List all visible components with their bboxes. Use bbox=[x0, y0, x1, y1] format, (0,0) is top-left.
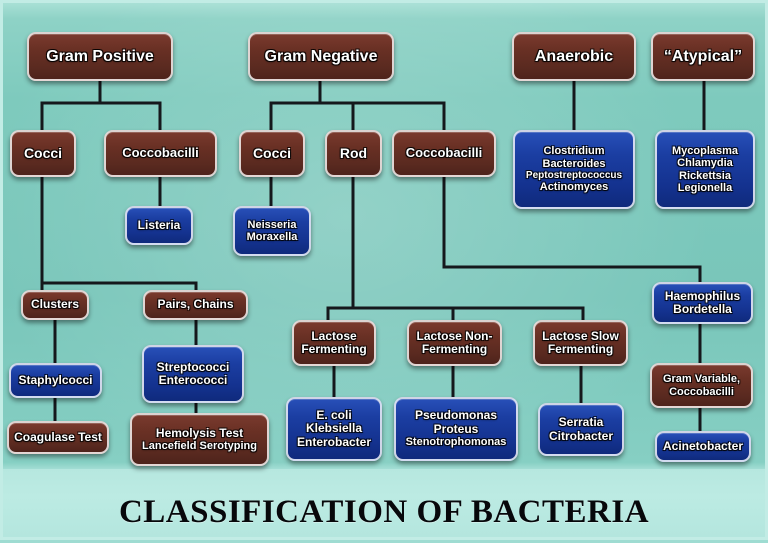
node-label-group: Serratia Citrobacter bbox=[544, 415, 618, 443]
node-hemolysis-test[interactable]: Hemolysis Test Lancefield Serotyping bbox=[130, 413, 269, 466]
node-label-line: Fermenting bbox=[421, 342, 488, 356]
node-serratia-group[interactable]: Serratia Citrobacter bbox=[538, 403, 624, 456]
node-anaerobic-organisms[interactable]: Clostridium Bacteroides Peptostreptococc… bbox=[513, 130, 635, 209]
node-label-line: Streptococci bbox=[156, 359, 230, 374]
node-label-line: E. coli bbox=[316, 407, 352, 422]
node-neisseria-moraxella[interactable]: Neisseria Moraxella bbox=[233, 206, 311, 256]
node-anaerobic[interactable]: Anaerobic bbox=[512, 32, 636, 81]
node-label-line: Chlamydia bbox=[677, 157, 733, 170]
page-title: CLASSIFICATION OF BACTERIA bbox=[118, 494, 650, 530]
node-label-group: Clostridium Bacteroides Peptostreptococc… bbox=[519, 145, 629, 193]
node-label-line: Pseudomonas bbox=[414, 408, 498, 423]
node-label-line: Rickettsia bbox=[679, 169, 731, 182]
node-label: Cocci bbox=[23, 144, 63, 161]
node-label-group: Gram Variable, Coccobacilli bbox=[656, 373, 747, 398]
node-label-line: Citrobacter bbox=[548, 428, 613, 443]
node-label-line: Lactose bbox=[311, 328, 357, 343]
node-label-line: Mycoplasma bbox=[671, 144, 739, 157]
node-gram-negative-coccobacilli[interactable]: Coccobacilli bbox=[392, 130, 496, 177]
node-lactose-slow-fermenting[interactable]: Lactose Slow Fermenting bbox=[533, 320, 628, 366]
node-label-line: Moraxella bbox=[246, 231, 298, 243]
node-label: Staphylcocci bbox=[18, 372, 93, 387]
node-label-line: Lactose Non- bbox=[416, 328, 493, 343]
node-haemophilus-bordetella[interactable]: Haemophilus Bordetella bbox=[652, 282, 753, 324]
node-label-line: Hemolysis Test bbox=[155, 425, 244, 440]
node-label-line: Legionella bbox=[677, 181, 733, 194]
node-clusters[interactable]: Clusters bbox=[21, 290, 89, 320]
node-label-line: Peptostreptococcus bbox=[525, 170, 623, 182]
connector-lines bbox=[40, 79, 706, 433]
node-label-line: Klebsiella bbox=[305, 421, 363, 436]
node-label-line: Lancefield Serotyping bbox=[142, 440, 257, 453]
node-label-line: Gram Variable, bbox=[662, 373, 741, 386]
node-gram-negative-cocci[interactable]: Cocci bbox=[239, 130, 305, 177]
node-gram-negative-rod[interactable]: Rod bbox=[325, 130, 382, 177]
node-label: Gram Negative bbox=[264, 47, 378, 65]
title-band bbox=[3, 469, 765, 537]
node-label: Listeria bbox=[137, 217, 181, 232]
node-coagulase-test[interactable]: Coagulase Test bbox=[7, 421, 109, 454]
node-label-group: Streptococci Enterococci bbox=[148, 359, 238, 388]
node-label: Clusters bbox=[30, 297, 80, 312]
node-label-group: Haemophilus Bordetella bbox=[658, 288, 747, 317]
node-pseudomonas-group[interactable]: Pseudomonas Proteus Stenotrophomonas bbox=[394, 397, 518, 461]
node-label-line: Haemophilus bbox=[664, 288, 741, 303]
node-gram-positive[interactable]: Gram Positive bbox=[27, 32, 173, 81]
node-label: Coccobacilli bbox=[405, 145, 483, 161]
node-label: Rod bbox=[339, 144, 368, 161]
node-label-group: Lactose Non- Fermenting bbox=[413, 328, 496, 357]
node-label-line: Neisseria bbox=[247, 218, 297, 231]
node-label-line: Enterobacter bbox=[296, 434, 372, 449]
node-label: Gram Positive bbox=[46, 47, 154, 65]
node-streptococci-enterococci[interactable]: Streptococci Enterococci bbox=[142, 345, 244, 403]
node-gram-variable-coccobacilli[interactable]: Gram Variable, Coccobacilli bbox=[650, 363, 753, 408]
node-label: Anaerobic bbox=[534, 47, 614, 65]
node-atypical[interactable]: “Atypical” bbox=[651, 32, 755, 81]
node-label: Coagulase Test bbox=[14, 429, 102, 444]
node-label-line: Proteus bbox=[433, 421, 479, 436]
node-label: Pairs, Chains bbox=[157, 297, 234, 312]
node-label-line: Fermenting bbox=[301, 342, 367, 356]
node-label-line: Bordetella bbox=[673, 302, 732, 316]
node-gram-positive-coccobacilli[interactable]: Coccobacilli bbox=[104, 130, 217, 177]
node-listeria[interactable]: Listeria bbox=[125, 206, 193, 245]
node-acinetobacter[interactable]: Acinetobacter bbox=[655, 431, 751, 462]
node-label-group: E. coli Klebsiella Enterobacter bbox=[292, 407, 376, 449]
node-label: Cocci bbox=[252, 144, 292, 161]
node-label-line: Actinomyces bbox=[539, 181, 609, 194]
node-label: Coccobacilli bbox=[122, 145, 199, 161]
node-label-group: Neisseria Moraxella bbox=[239, 219, 305, 244]
node-label-line: Coccobacilli bbox=[669, 385, 734, 398]
node-label-line: Clostridium bbox=[543, 145, 605, 158]
node-label-line: Serratia bbox=[558, 415, 604, 430]
node-label-line: Bacteroides bbox=[542, 157, 606, 170]
node-label: Acinetobacter bbox=[662, 438, 744, 453]
node-gram-negative[interactable]: Gram Negative bbox=[248, 32, 394, 81]
node-atypical-organisms[interactable]: Mycoplasma Chlamydia Rickettsia Legionel… bbox=[655, 130, 755, 209]
node-label-line: Enterococci bbox=[158, 373, 228, 387]
node-pairs-chains[interactable]: Pairs, Chains bbox=[143, 290, 248, 320]
node-staphylcocci[interactable]: Staphylcocci bbox=[9, 363, 102, 398]
node-label-line: Stenotrophomonas bbox=[405, 436, 507, 449]
node-label-group: Pseudomonas Proteus Stenotrophomonas bbox=[400, 408, 512, 449]
node-gram-positive-cocci[interactable]: Cocci bbox=[10, 130, 76, 177]
node-label-group: Lactose Fermenting bbox=[298, 328, 370, 357]
node-label-line: Lactose Slow bbox=[542, 328, 619, 343]
node-label-line: Fermenting bbox=[547, 342, 614, 356]
node-ecoli-group[interactable]: E. coli Klebsiella Enterobacter bbox=[286, 397, 382, 461]
node-label-group: Hemolysis Test Lancefield Serotyping bbox=[136, 425, 263, 453]
node-label: “Atypical” bbox=[663, 47, 743, 65]
node-label-group: Lactose Slow Fermenting bbox=[539, 328, 622, 357]
node-lactose-non-fermenting[interactable]: Lactose Non- Fermenting bbox=[407, 320, 502, 366]
node-label-group: Mycoplasma Chlamydia Rickettsia Legionel… bbox=[661, 145, 749, 194]
node-lactose-fermenting[interactable]: Lactose Fermenting bbox=[292, 320, 376, 366]
